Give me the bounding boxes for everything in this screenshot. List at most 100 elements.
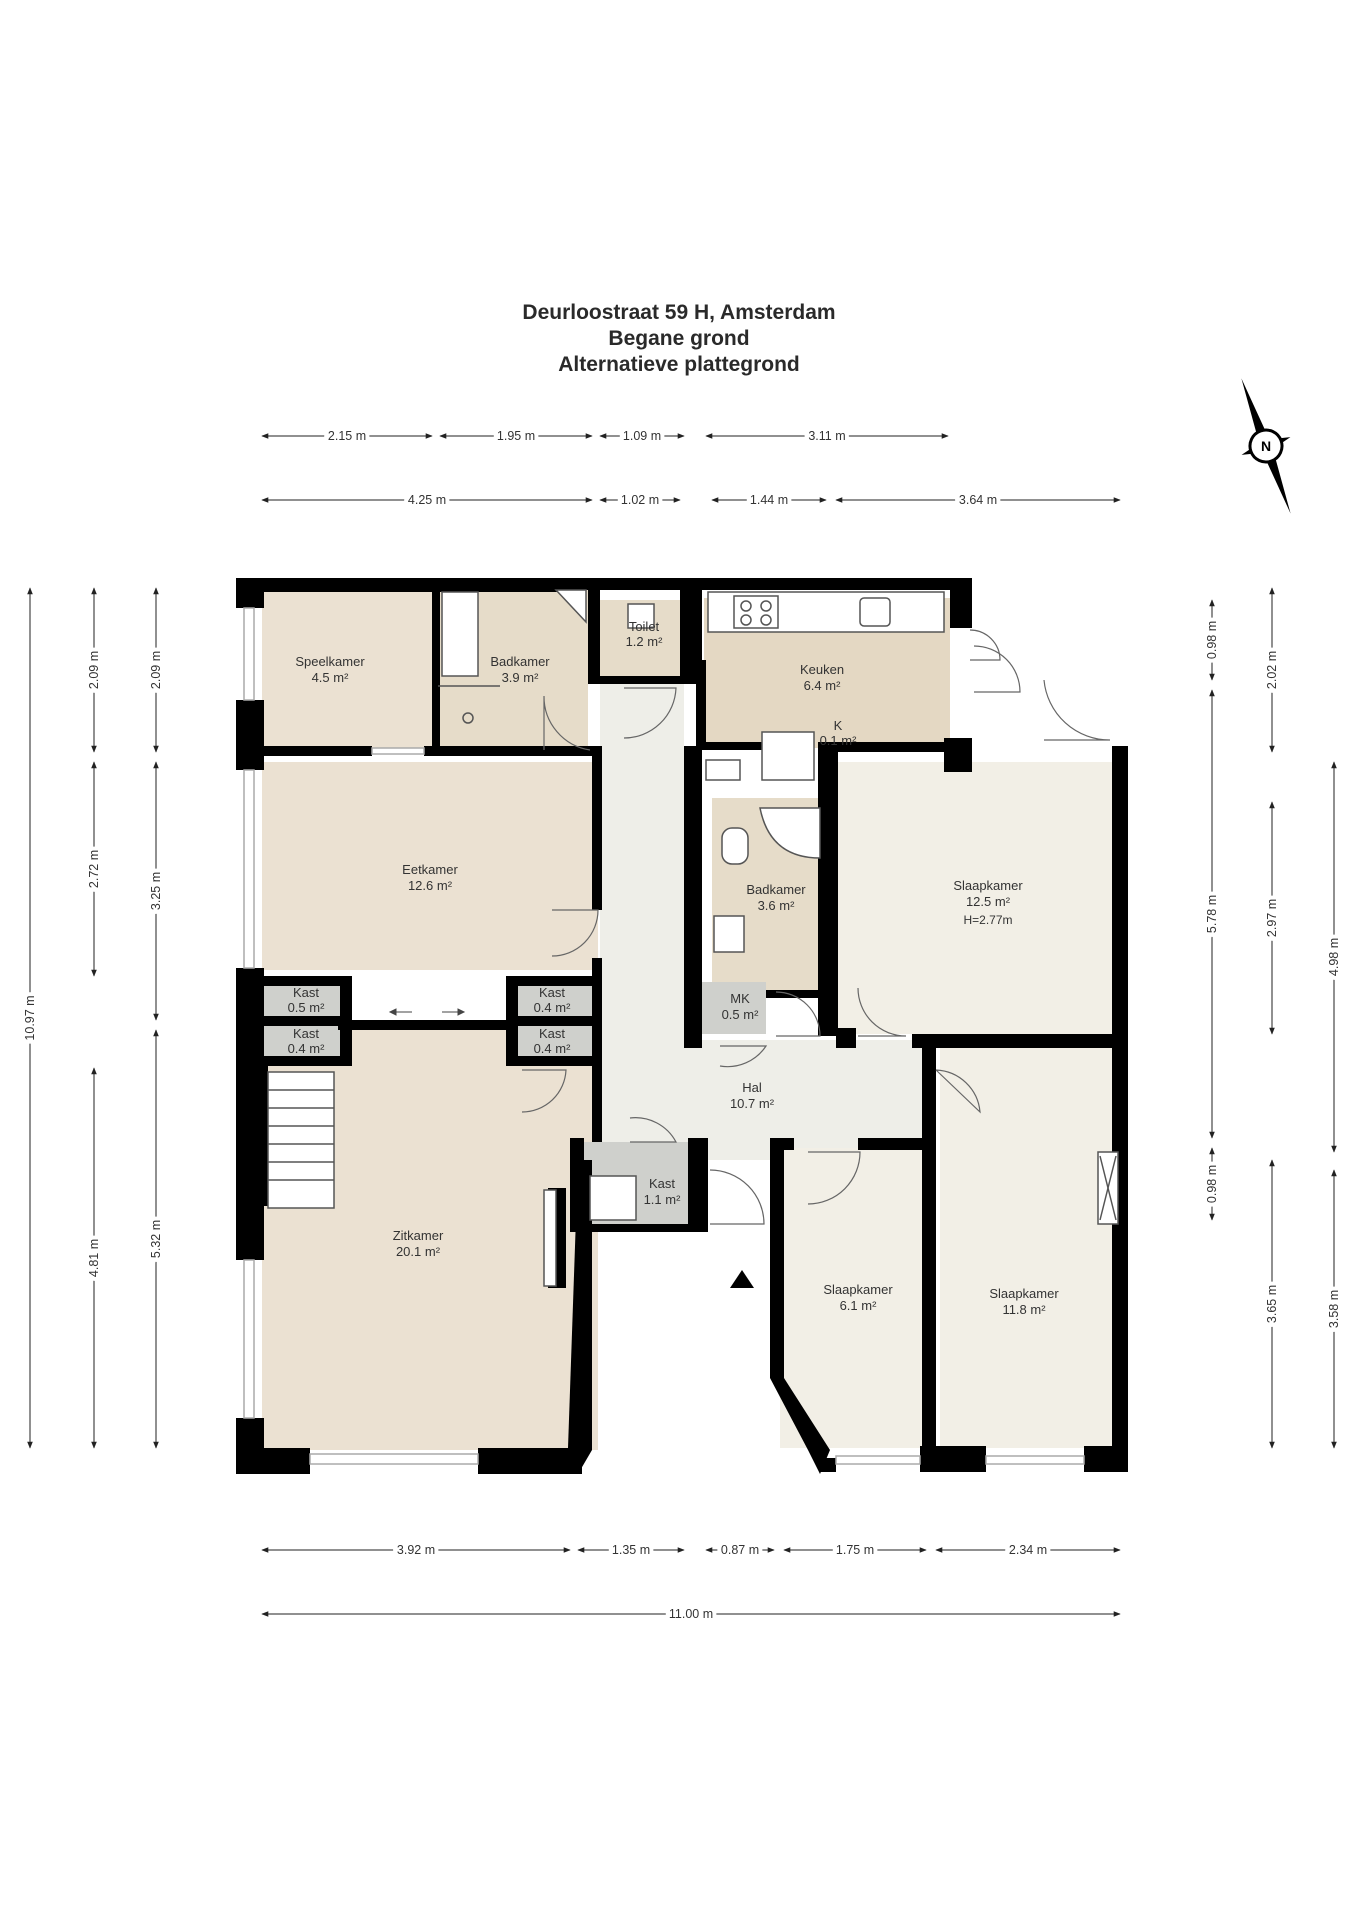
dim-left2-2: 4.81 m: [87, 1239, 101, 1277]
wall-left-pier-2: [236, 968, 264, 1068]
north-compass-icon: N: [1241, 378, 1291, 514]
dim-top1-2: 1.09 m: [623, 429, 661, 443]
dim-left2-0: 2.09 m: [87, 651, 101, 689]
window-left-2: [243, 769, 255, 969]
dim-bottom1-0: 3.92 m: [397, 1543, 435, 1557]
label-kast-1: Kast: [293, 985, 319, 1000]
wall-slaap2-top-2: [858, 1138, 936, 1150]
compass-label: N: [1261, 438, 1271, 454]
window-bottom-zit: [309, 1453, 479, 1465]
area-zitkamer: 20.1 m²: [396, 1244, 441, 1259]
door-eet: [551, 909, 599, 957]
corner-sink: [554, 589, 587, 624]
label-k: K: [834, 718, 843, 733]
wall-bottom-right: [1084, 1446, 1128, 1472]
area-eetkamer: 12.6 m²: [408, 878, 453, 893]
floor-mk: [700, 982, 766, 1034]
sliding-door-arrows: [388, 1008, 466, 1016]
wall-kast-side-2: [506, 976, 518, 1066]
wall-zit-top: [338, 1020, 510, 1030]
appliance-k: [761, 731, 815, 781]
wall-slaap1-bottom-2: [912, 1034, 1126, 1048]
dim-right2-2: 3.65 m: [1265, 1285, 1279, 1323]
wall-keuken-left: [696, 660, 706, 750]
floor-slaapkamer-2: [780, 1148, 926, 1448]
door-slaap1: [857, 987, 907, 1037]
area-keuken: 6.4 m²: [804, 678, 842, 693]
wall-kast-mid: [262, 1016, 352, 1026]
floor-slaapkamer-1: [836, 762, 1120, 1034]
wall-slaap1-left: [828, 746, 838, 1036]
door-slaap2: [807, 1151, 861, 1205]
stairs: [267, 1071, 335, 1209]
label-kast-3: Kast: [539, 985, 565, 1000]
floor-kast-3: [510, 986, 596, 1016]
area-kast-4: 0.4 m²: [534, 1041, 572, 1056]
wall-kast-end: [262, 1056, 352, 1066]
wall-eet-right: [592, 746, 602, 910]
dim-top2-0: 4.25 m: [408, 493, 446, 507]
wall-kast-side: [340, 976, 352, 1066]
area-badkamer-2: 3.6 m²: [758, 898, 796, 913]
door-garden-2: [1043, 679, 1111, 741]
bathtub-1: [441, 591, 479, 677]
dimension-lines: [27, 433, 1337, 1617]
wall-top-right: [586, 578, 970, 590]
room-floors: [262, 588, 1120, 1450]
dimension-labels: 2.15 m 1.95 m 1.09 m 3.11 m 4.25 m 1.02 …: [19, 425, 1345, 1625]
area-toilet: 1.2 m²: [626, 634, 664, 649]
toilet-2: [721, 827, 749, 865]
wall-bottom-mid: [478, 1448, 582, 1474]
window-bottom-slaap3: [985, 1455, 1085, 1465]
wall-slaap1-bottom: [836, 1028, 856, 1048]
door-garden-1: [973, 645, 1021, 693]
window-left-1: [243, 607, 255, 701]
area-slaapkamer-2: 6.1 m²: [840, 1298, 878, 1313]
door-slaap3: [935, 1069, 981, 1114]
area-slaapkamer-3: 11.8 m²: [1002, 1302, 1046, 1317]
area-hal: 10.7 m²: [730, 1096, 775, 1111]
kitchen-sink: [859, 597, 891, 627]
label-slaapkamer-2: Slaapkamer: [823, 1282, 893, 1297]
dim-right1-1: 5.78 m: [1205, 895, 1219, 933]
wall-left-upper: [236, 578, 264, 608]
label-badkamer-2: Badkamer: [746, 882, 806, 897]
label-toilet: Toilet: [629, 619, 660, 634]
dim-right2-0: 2.02 m: [1265, 651, 1279, 689]
washer: [589, 1175, 637, 1221]
dim-bottom1-2: 0.87 m: [721, 1543, 759, 1557]
dim-right3-0: 4.98 m: [1327, 938, 1341, 976]
wall-slaap3-right: [1112, 1046, 1128, 1466]
wall-kast5-left: [570, 1138, 584, 1228]
wall-right-top: [950, 578, 972, 628]
toilet-1: [627, 603, 655, 629]
plan-title-block: Deurloostraat 59 H, Amsterdam Begane gro…: [0, 300, 1358, 378]
wall-left-lower: [236, 1060, 264, 1260]
label-mk: MK: [730, 991, 750, 1006]
windows: [243, 607, 1085, 1465]
floor-kast-1: [262, 986, 348, 1016]
wall-kast5-bottom: [570, 1224, 708, 1232]
label-kast-5: Kast: [649, 1176, 675, 1191]
door-entrance: [709, 1169, 765, 1225]
wall-hal-right: [592, 958, 602, 1142]
wall-bottom-corner: [568, 1160, 592, 1474]
wall-top-left: [236, 578, 586, 592]
dim-bottom1-4: 2.34 m: [1009, 1543, 1047, 1557]
area-kast-1: 0.5 m²: [288, 1000, 326, 1015]
entrance-arrow: [730, 1270, 754, 1288]
label-zitkamer: Zitkamer: [393, 1228, 444, 1243]
label-hal: Hal: [742, 1080, 762, 1095]
window-left-3: [243, 1259, 255, 1419]
label-kast-2: Kast: [293, 1026, 319, 1041]
plan-variant-title: Alternatieve plattegrond: [558, 353, 800, 376]
area-badkamer-1: 3.9 m²: [502, 670, 540, 685]
wall-k-bottom: [818, 742, 958, 752]
dim-bottom1-1: 1.35 m: [612, 1543, 650, 1557]
shower-drain: [462, 712, 474, 724]
door-kast5: [629, 1117, 678, 1143]
area-kast-3: 0.4 m²: [534, 1000, 572, 1015]
area-kast-5: 1.1 m²: [644, 1192, 682, 1207]
wall-bottom-left: [236, 1448, 310, 1474]
